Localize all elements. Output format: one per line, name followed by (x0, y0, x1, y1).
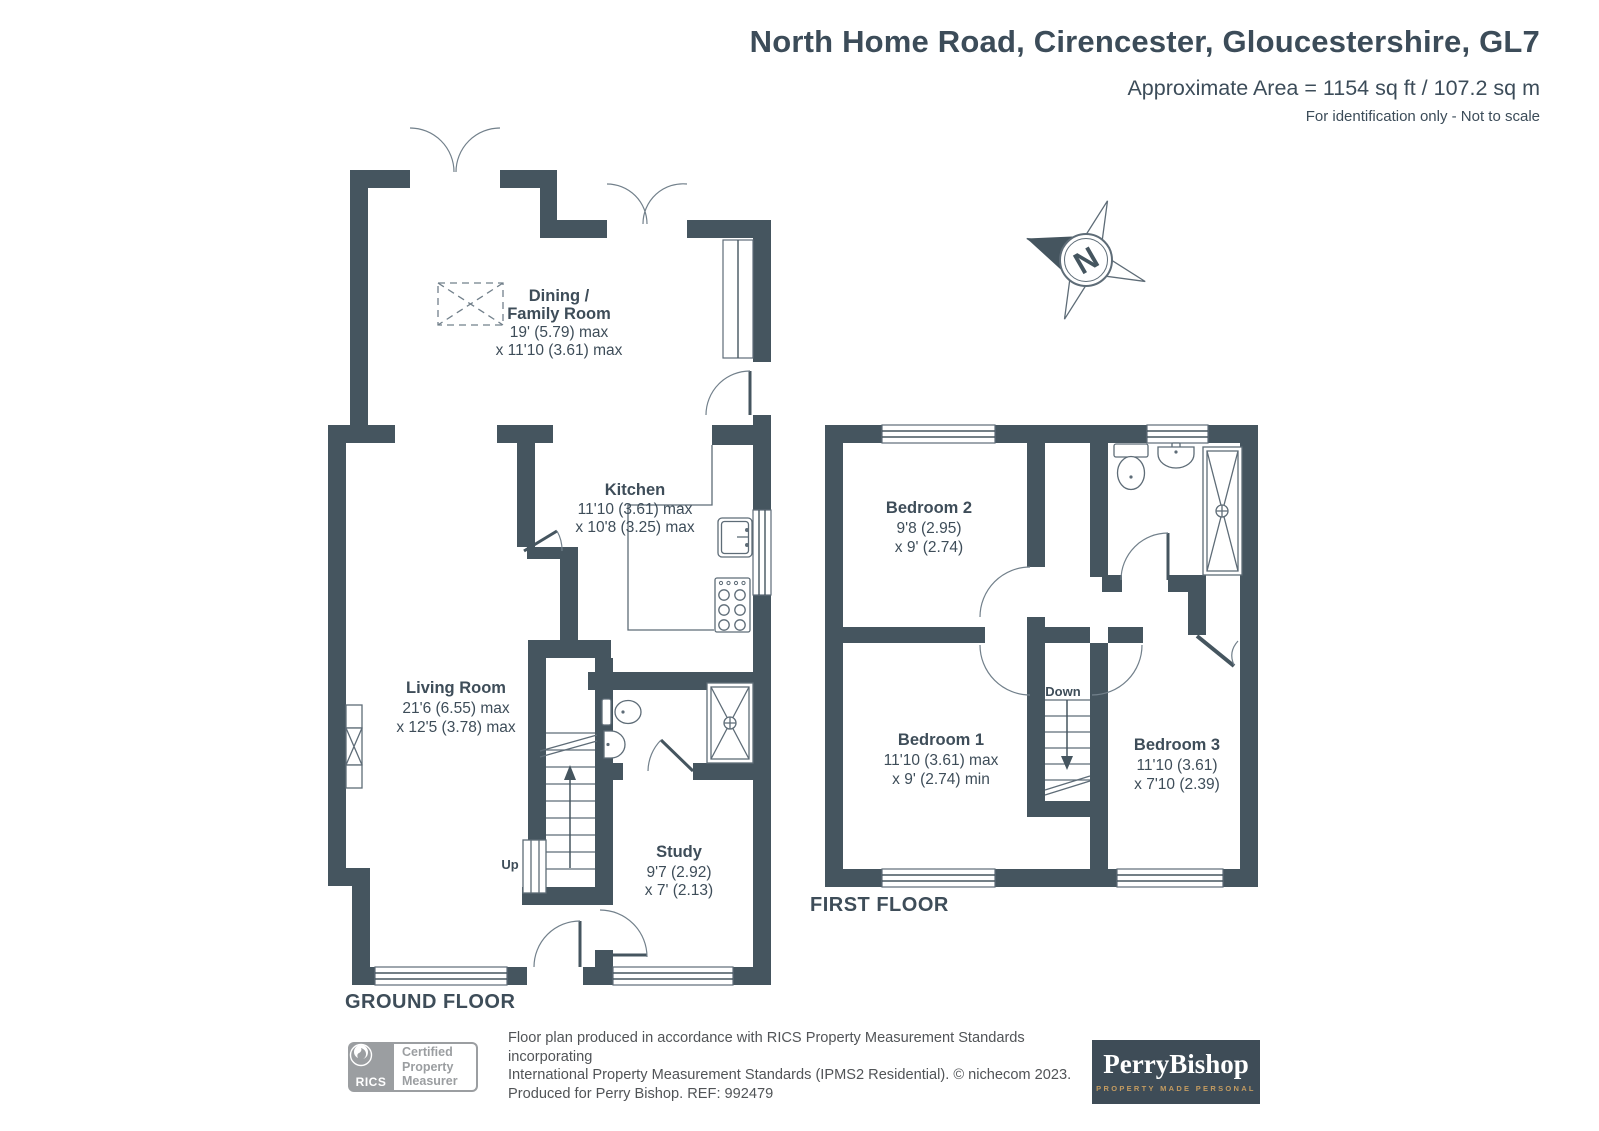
scale-note: For identification only - Not to scale (1305, 108, 1540, 125)
svg-text:Dining /: Dining / (529, 287, 590, 305)
svg-text:Kitchen: Kitchen (605, 481, 666, 499)
svg-text:Family Room: Family Room (507, 305, 611, 323)
stairs-down (1044, 699, 1091, 796)
agent-tagline: PROPERTY MADE PERSONAL (1096, 1084, 1256, 1093)
agent-name: PerryBishop (1103, 1049, 1249, 1079)
ground-floor-plan: Dining / Family Room 19' (5.79) max x 11… (328, 127, 772, 1013)
window (752, 509, 772, 596)
stairs-up (522, 732, 598, 894)
window (612, 966, 734, 986)
rics-brand: RICS (355, 1075, 387, 1089)
agent-logo: PerryBishop PROPERTY MADE PERSONAL (1092, 1040, 1260, 1104)
svg-text:11'10 (3.61) max: 11'10 (3.61) max (578, 501, 693, 518)
svg-text:x 9' (2.74): x 9' (2.74) (895, 539, 963, 556)
page-title: North Home Road, Cirencester, Gloucester… (749, 24, 1540, 59)
bathroom-door (1120, 532, 1170, 581)
double-doors (606, 183, 688, 225)
svg-text:21'6 (6.55) max: 21'6 (6.55) max (402, 700, 509, 717)
svg-text:x 10'8 (3.25) max: x 10'8 (3.25) max (575, 519, 695, 536)
landing-door (1091, 644, 1143, 696)
down-label: Down (1045, 684, 1080, 699)
room-label-bedroom3: Bedroom 3 11'10 (3.61) x 7'10 (2.39) (1134, 736, 1220, 793)
window (881, 424, 996, 444)
svg-text:9'7 (2.92): 9'7 (2.92) (647, 864, 712, 881)
svg-text:Study: Study (656, 843, 703, 861)
front-door (533, 920, 582, 968)
kitchen-counter (627, 445, 714, 631)
rics-cert-line: Certified (402, 1045, 453, 1060)
compass-rose: N (1026, 200, 1146, 320)
svg-text:11'10 (3.61) max: 11'10 (3.61) max (884, 752, 999, 769)
window (881, 868, 996, 888)
ground-floor-label: GROUND FLOOR (345, 991, 515, 1013)
credit-line: International Property Measurement Stand… (508, 1067, 1072, 1084)
svg-text:9'8 (2.95): 9'8 (2.95) (897, 520, 962, 537)
svg-text:Living Room: Living Room (406, 679, 506, 697)
rics-logo: RICS (348, 1042, 394, 1092)
first-floor-walls (825, 425, 1258, 887)
window (1116, 868, 1224, 888)
bedroom1-door (979, 644, 1031, 696)
first-floor-label: FIRST FLOOR (810, 894, 949, 916)
shower-icon (1202, 446, 1243, 576)
svg-text:19' (5.79) max: 19' (5.79) max (510, 324, 609, 341)
window (374, 966, 508, 986)
skylight (437, 282, 504, 326)
credit-text: Floor plan produced in accordance with R… (508, 1029, 1083, 1103)
rics-badge: RICS Certified Property Measurer (348, 1042, 478, 1092)
down-arrow-icon (1061, 756, 1073, 770)
french-doors (409, 127, 501, 173)
up-label: Up (501, 857, 518, 872)
window (722, 239, 754, 359)
back-door (705, 370, 752, 416)
bedroom2-door (979, 566, 1031, 618)
toilet-icon (1113, 443, 1149, 491)
rics-lion-icon (349, 1043, 373, 1067)
room-label-study: Study 9'7 (2.92) x 7' (2.13) (645, 843, 713, 899)
svg-text:x 11'10 (3.61) max: x 11'10 (3.61) max (496, 342, 623, 359)
svg-text:x 7' (2.13): x 7' (2.13) (645, 882, 713, 899)
basin-icon (603, 730, 626, 759)
room-label-living: Living Room 21'6 (6.55) max x 12'5 (3.78… (396, 679, 516, 736)
sink-icon (717, 517, 753, 558)
room-label-bedroom2: Bedroom 2 9'8 (2.95) x 9' (2.74) (886, 499, 972, 556)
svg-text:Bedroom 2: Bedroom 2 (886, 499, 972, 517)
rics-cert-line: Measurer (402, 1074, 458, 1089)
svg-text:Bedroom 3: Bedroom 3 (1134, 736, 1220, 754)
shower-icon (706, 682, 754, 764)
rics-cert-text: Certified Property Measurer (394, 1042, 478, 1092)
svg-text:x 7'10 (2.39): x 7'10 (2.39) (1134, 776, 1220, 793)
chimney-breast (345, 704, 363, 789)
svg-text:x 9' (2.74) min: x 9' (2.74) min (892, 771, 990, 788)
basin-icon (1157, 442, 1195, 469)
first-floor-plan: Bedroom 2 9'8 (2.95) x 9' (2.74) Bedroom… (810, 424, 1258, 916)
toilet-icon (601, 698, 642, 726)
approximate-area: Approximate Area = 1154 sq ft / 107.2 sq… (1127, 76, 1540, 100)
up-arrow-icon (564, 765, 576, 780)
wc-door (647, 738, 695, 773)
room-label-kitchen: Kitchen 11'10 (3.61) max x 10'8 (3.25) m… (575, 481, 695, 536)
credit-line: Produced for Perry Bishop. REF: 992479 (508, 1085, 774, 1102)
header: North Home Road, Cirencester, Gloucester… (750, 24, 1540, 125)
svg-text:Bedroom 1: Bedroom 1 (898, 731, 984, 749)
window (1146, 424, 1209, 444)
svg-text:11'10 (3.61): 11'10 (3.61) (1136, 757, 1217, 774)
bedroom3-door (1195, 634, 1239, 668)
kitchen-door (523, 529, 563, 553)
study-door (599, 909, 648, 958)
svg-text:x 12'5 (3.78) max: x 12'5 (3.78) max (396, 719, 516, 736)
room-label-bedroom1: Bedroom 1 11'10 (3.61) max x 9' (2.74) m… (884, 731, 999, 788)
credit-line: Floor plan produced in accordance with R… (508, 1030, 1025, 1065)
hob-icon (714, 577, 751, 633)
room-label-dining: Dining / Family Room 19' (5.79) max x 11… (496, 287, 623, 359)
rics-cert-line: Property (402, 1059, 454, 1074)
